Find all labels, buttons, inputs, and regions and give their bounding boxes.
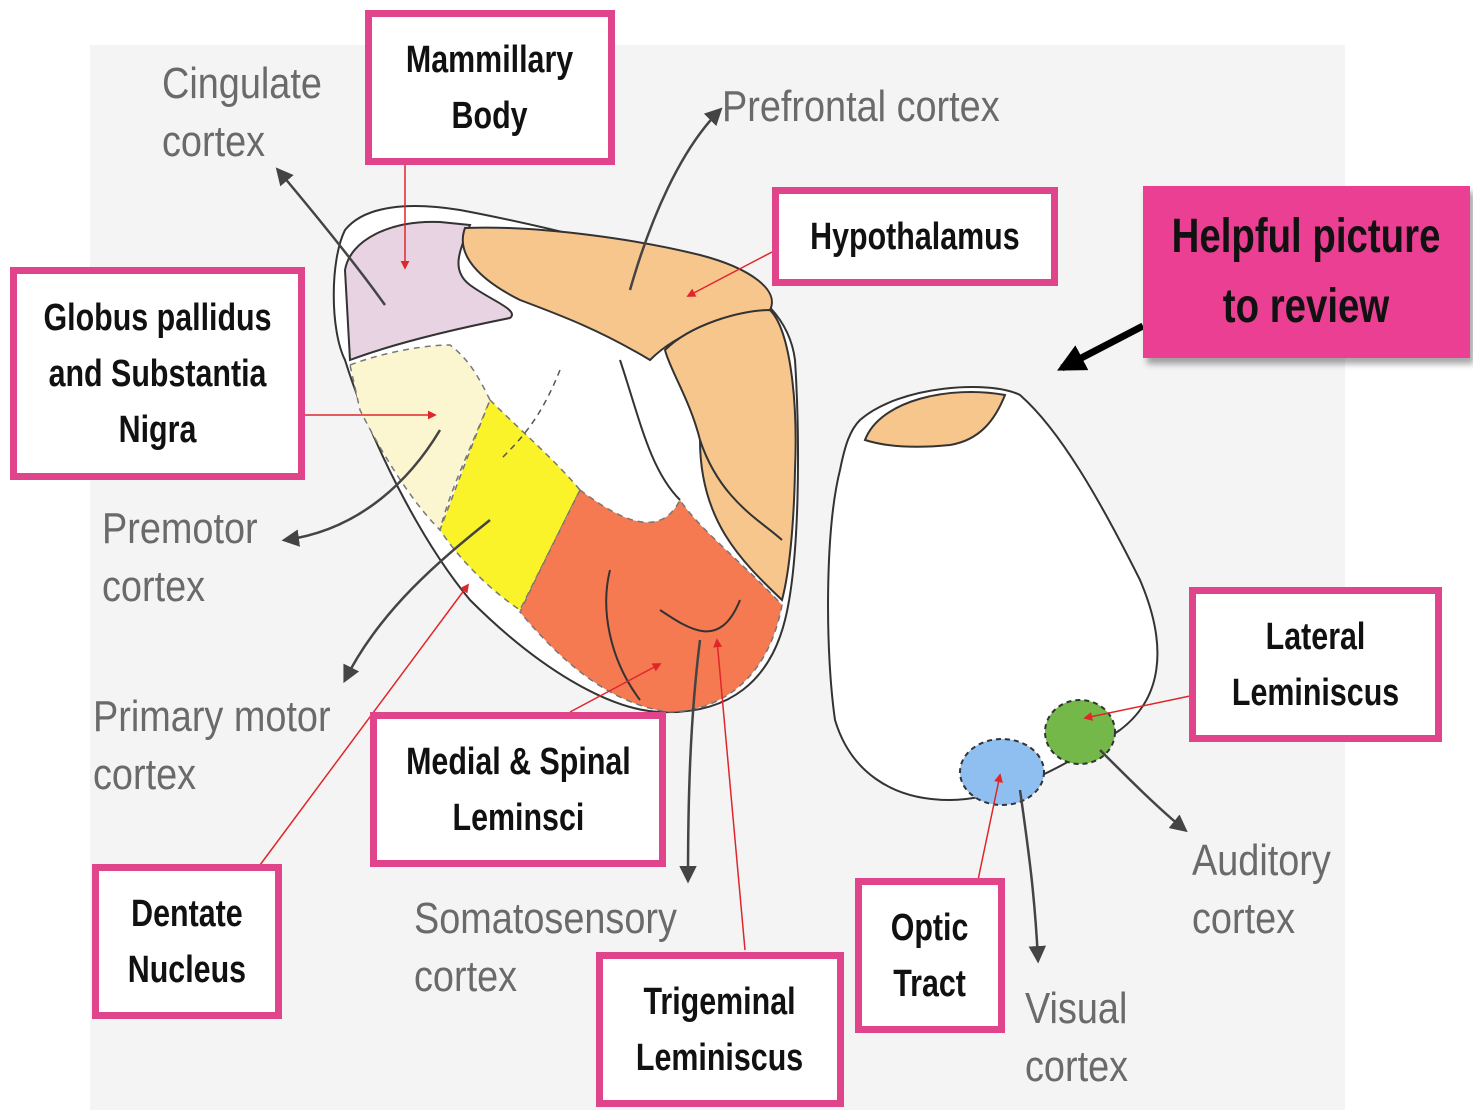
arrow-auditory (1100, 750, 1185, 830)
arrow-visual (1020, 790, 1038, 960)
label-prefrontal-cortex: Prefrontal cortex (722, 78, 1000, 136)
region-optic-tract (960, 739, 1044, 805)
box-hypothalamus: Hypothalamus (772, 187, 1058, 286)
callout-arrow (1062, 326, 1143, 368)
